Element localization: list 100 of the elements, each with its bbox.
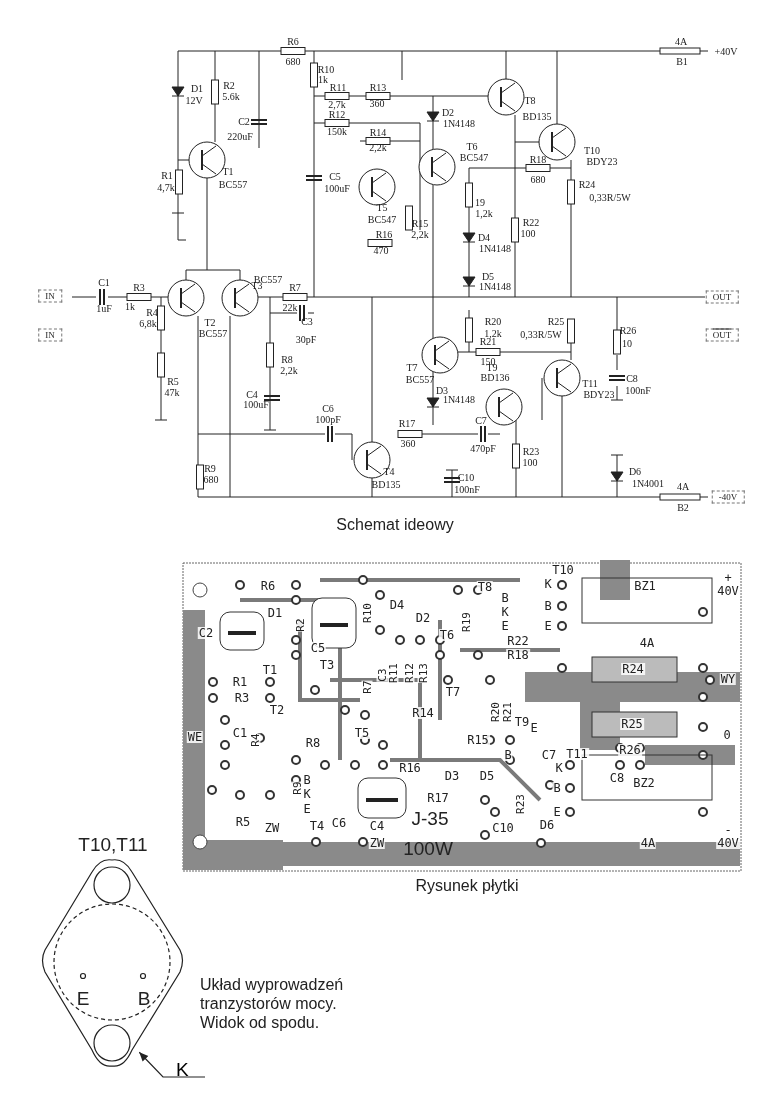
component-label: R20 xyxy=(484,317,502,327)
silkscreen-label: K xyxy=(543,578,553,590)
silkscreen-label: C6 xyxy=(330,817,348,829)
caption: Rysunek płytki xyxy=(415,878,519,894)
silkscreen-label: WE xyxy=(186,731,204,743)
silkscreen-label: D3 xyxy=(443,770,461,782)
silkscreen-label: C1 xyxy=(231,727,249,739)
component-label: T6 xyxy=(466,142,478,152)
component-label: 2,2k xyxy=(280,366,298,376)
component-label: R16 xyxy=(375,230,393,240)
component-label: BDY23 xyxy=(583,390,615,400)
silkscreen-label: T9 xyxy=(513,716,531,728)
component-label: 1uF xyxy=(96,304,112,314)
silkscreen-label: R23 xyxy=(514,794,526,814)
component-label: BC557 xyxy=(198,329,228,339)
marking-text: E xyxy=(76,988,90,1008)
silkscreen-label: B xyxy=(500,592,510,604)
marking-text: J-35 xyxy=(411,808,449,828)
caption: Schemat ideowy xyxy=(336,517,454,533)
silkscreen-label: 40V xyxy=(716,837,740,849)
component-label: 1N4148 xyxy=(442,119,476,129)
silkscreen-label: T7 xyxy=(444,686,462,698)
terminal-tag: OUT xyxy=(705,290,739,304)
component-label: 360 xyxy=(400,439,416,449)
silkscreen-label: 4A xyxy=(638,637,656,649)
silkscreen-label: R13 xyxy=(417,663,429,683)
silkscreen-label: D6 xyxy=(538,819,556,831)
component-label: R14 xyxy=(369,128,387,138)
component-label: C4 xyxy=(246,390,258,400)
silkscreen-label: R19 xyxy=(460,612,472,632)
marking-text: T10,T11 xyxy=(78,834,148,854)
component-label: 680 xyxy=(203,475,219,485)
component-label: T4 xyxy=(383,467,395,477)
silkscreen-label: R6 xyxy=(259,580,277,592)
silkscreen-label: T6 xyxy=(438,629,456,641)
silkscreen-label: R14 xyxy=(411,707,435,719)
component-label: 10 xyxy=(622,339,632,349)
silkscreen-label: + xyxy=(723,572,733,584)
terminal-tag: IN xyxy=(38,289,62,303)
silkscreen-label: B xyxy=(503,749,513,761)
silkscreen-label: 4A xyxy=(639,837,657,849)
component-label: 47k xyxy=(164,388,180,398)
component-label: D3 xyxy=(435,386,449,396)
silkscreen-label: D4 xyxy=(388,599,406,611)
component-label: R21 xyxy=(479,337,497,347)
component-label: BC557 xyxy=(405,375,435,385)
silkscreen-label: B xyxy=(543,600,553,612)
component-label: R25 xyxy=(547,317,565,327)
component-label: 220uF xyxy=(227,132,253,142)
component-label: 100 xyxy=(522,458,538,468)
component-label: R3 xyxy=(133,283,145,293)
component-label: 19 xyxy=(475,198,485,208)
silkscreen-label: R9 xyxy=(291,781,303,795)
silkscreen-label: T2 xyxy=(268,704,286,716)
silkscreen-label: ZW xyxy=(263,822,281,834)
pin-label: K xyxy=(176,1060,190,1080)
silkscreen-label: C2 xyxy=(197,627,215,639)
component-label: R15 xyxy=(411,219,429,229)
component-label: R18 xyxy=(529,155,547,165)
component-label: 470pF xyxy=(470,444,496,454)
silkscreen-label: R5 xyxy=(234,816,252,828)
silkscreen-label: BZ2 xyxy=(632,777,656,789)
silkscreen-label: E xyxy=(543,620,553,632)
silkscreen-label: T1 xyxy=(261,664,279,676)
component-label: 100 xyxy=(520,229,536,239)
component-label: R12 xyxy=(328,110,346,120)
component-label: B2 xyxy=(677,503,689,513)
leader-line xyxy=(138,1051,206,1078)
component-label: 1,2k xyxy=(484,329,502,339)
silkscreen-label: D2 xyxy=(414,612,432,624)
silkscreen-label: C3 xyxy=(376,668,388,682)
silkscreen-label: 40V xyxy=(716,585,740,597)
silkscreen-label: R16 xyxy=(398,762,422,774)
silkscreen-label: R18 xyxy=(506,649,530,661)
silkscreen-label: D5 xyxy=(478,770,496,782)
silkscreen-label: R10 xyxy=(361,603,373,623)
component-label: R13 xyxy=(369,83,387,93)
component-label: T10 xyxy=(583,146,601,156)
silkscreen-label: T3 xyxy=(318,659,336,671)
component-label: R4 xyxy=(146,308,158,318)
silkscreen-label: K xyxy=(302,788,312,800)
component-label: T8 xyxy=(524,96,536,106)
component-label: BD135 xyxy=(522,112,552,122)
component-label: 100uF xyxy=(324,184,350,194)
component-label: T2 xyxy=(204,318,216,328)
component-label: C5 xyxy=(329,172,341,182)
silkscreen-label: K xyxy=(554,762,564,774)
silkscreen-label: R7 xyxy=(361,680,373,694)
silkscreen-label: R17 xyxy=(426,792,450,804)
silkscreen-label: D1 xyxy=(266,607,284,619)
component-label: R7 xyxy=(289,283,301,293)
component-label: 680 xyxy=(285,57,301,67)
silkscreen-label: T8 xyxy=(476,581,494,593)
component-label: R9 xyxy=(204,464,216,474)
component-label: T5 xyxy=(376,203,388,213)
silkscreen-label: C7 xyxy=(540,749,558,761)
component-label: 1N4148 xyxy=(442,395,476,405)
component-label: 100pF xyxy=(315,415,341,425)
component-label: C6 xyxy=(322,404,334,414)
component-label: 1,2k xyxy=(475,209,493,219)
